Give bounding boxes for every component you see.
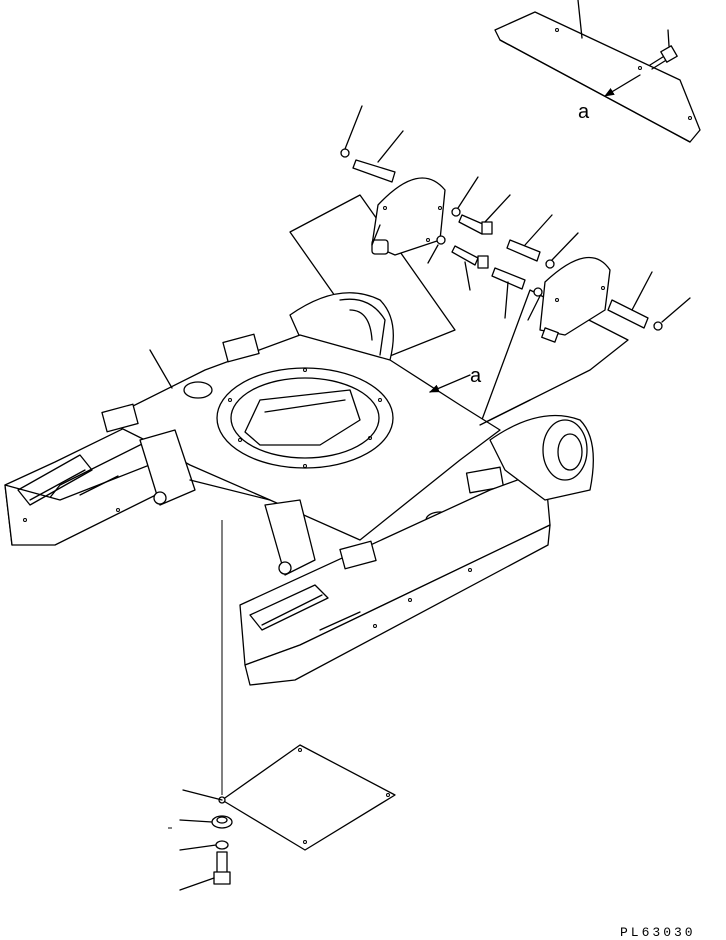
cover-bolt-top <box>649 29 678 70</box>
right-bracket-assembly <box>479 214 691 426</box>
under-cover-hardware <box>168 815 233 891</box>
track-frame <box>4 292 594 686</box>
left-bracket-assembly <box>289 105 511 361</box>
callout-a-center: a <box>429 365 482 393</box>
upper-cover-plate <box>494 0 701 143</box>
callout-label-a-center: a <box>470 365 482 387</box>
under-cover-plate <box>182 520 396 851</box>
drawing-code: PL63030 <box>620 925 696 940</box>
callout-a-top: a <box>578 74 641 123</box>
callout-label-a-top: a <box>578 101 590 123</box>
main-frame-leader <box>149 349 173 389</box>
